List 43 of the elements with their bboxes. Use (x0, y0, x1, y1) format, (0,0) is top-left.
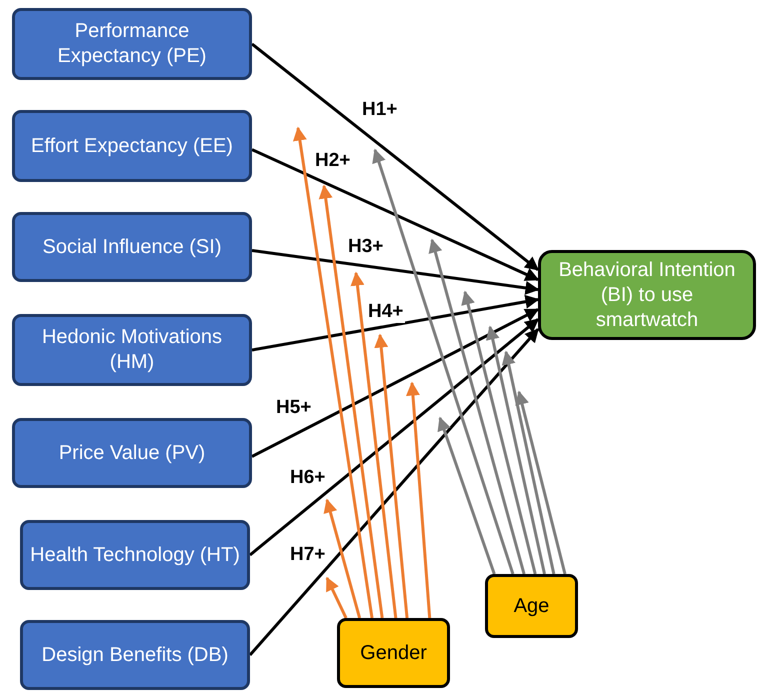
arrow (252, 249, 540, 295)
construct-box (12, 212, 252, 282)
construct-box (12, 8, 252, 80)
construct-box (20, 520, 250, 590)
construct-box (12, 110, 252, 182)
node-text: Effort Expectancy (EE) (31, 134, 233, 158)
moderator-arrow (318, 184, 384, 618)
construct-box (20, 620, 250, 690)
moderator-arrow (438, 416, 496, 574)
moderator-arrow (324, 498, 362, 618)
arrow (249, 318, 540, 556)
node-text: Performance Expectancy (PE) (56, 19, 208, 69)
moderator-arrow (350, 272, 398, 618)
arrow (251, 148, 540, 282)
moderator-box (485, 574, 578, 638)
moderator-arrow (515, 390, 566, 574)
moderator-arrow (326, 576, 348, 619)
node-text: Design Benefits (DB) (42, 642, 228, 668)
node-text: Behavioral Intention (BI) to use smartwatch (558, 258, 736, 332)
construct-box (12, 418, 252, 488)
node-text: Social Influence (SI) (42, 234, 222, 260)
arrow (251, 308, 540, 458)
arrow (252, 294, 540, 352)
arrow (251, 42, 540, 271)
moderator-box (337, 618, 450, 688)
outcome-box (538, 250, 756, 340)
moderator-arrow (461, 290, 537, 574)
moderator-arrow (292, 126, 374, 618)
moderator-arrow (372, 148, 514, 574)
node-text: Gender (360, 640, 427, 666)
node-text: Price Value (PV) (58, 440, 206, 466)
edge-label: H4+ (366, 302, 406, 323)
edge-label: H7+ (288, 545, 328, 566)
construct-box (12, 314, 252, 386)
node-text: Age (514, 594, 550, 618)
node-text: Hedonic Motivations (HM) (40, 325, 224, 375)
moderator-arrow (486, 326, 546, 574)
moderator-arrow (502, 350, 556, 574)
arrow (248, 328, 540, 656)
moderator-arrow (406, 382, 432, 618)
node-text: Health Technology (HT) (30, 542, 240, 568)
moderator-arrow (374, 334, 409, 618)
moderator-arrow (428, 238, 526, 574)
